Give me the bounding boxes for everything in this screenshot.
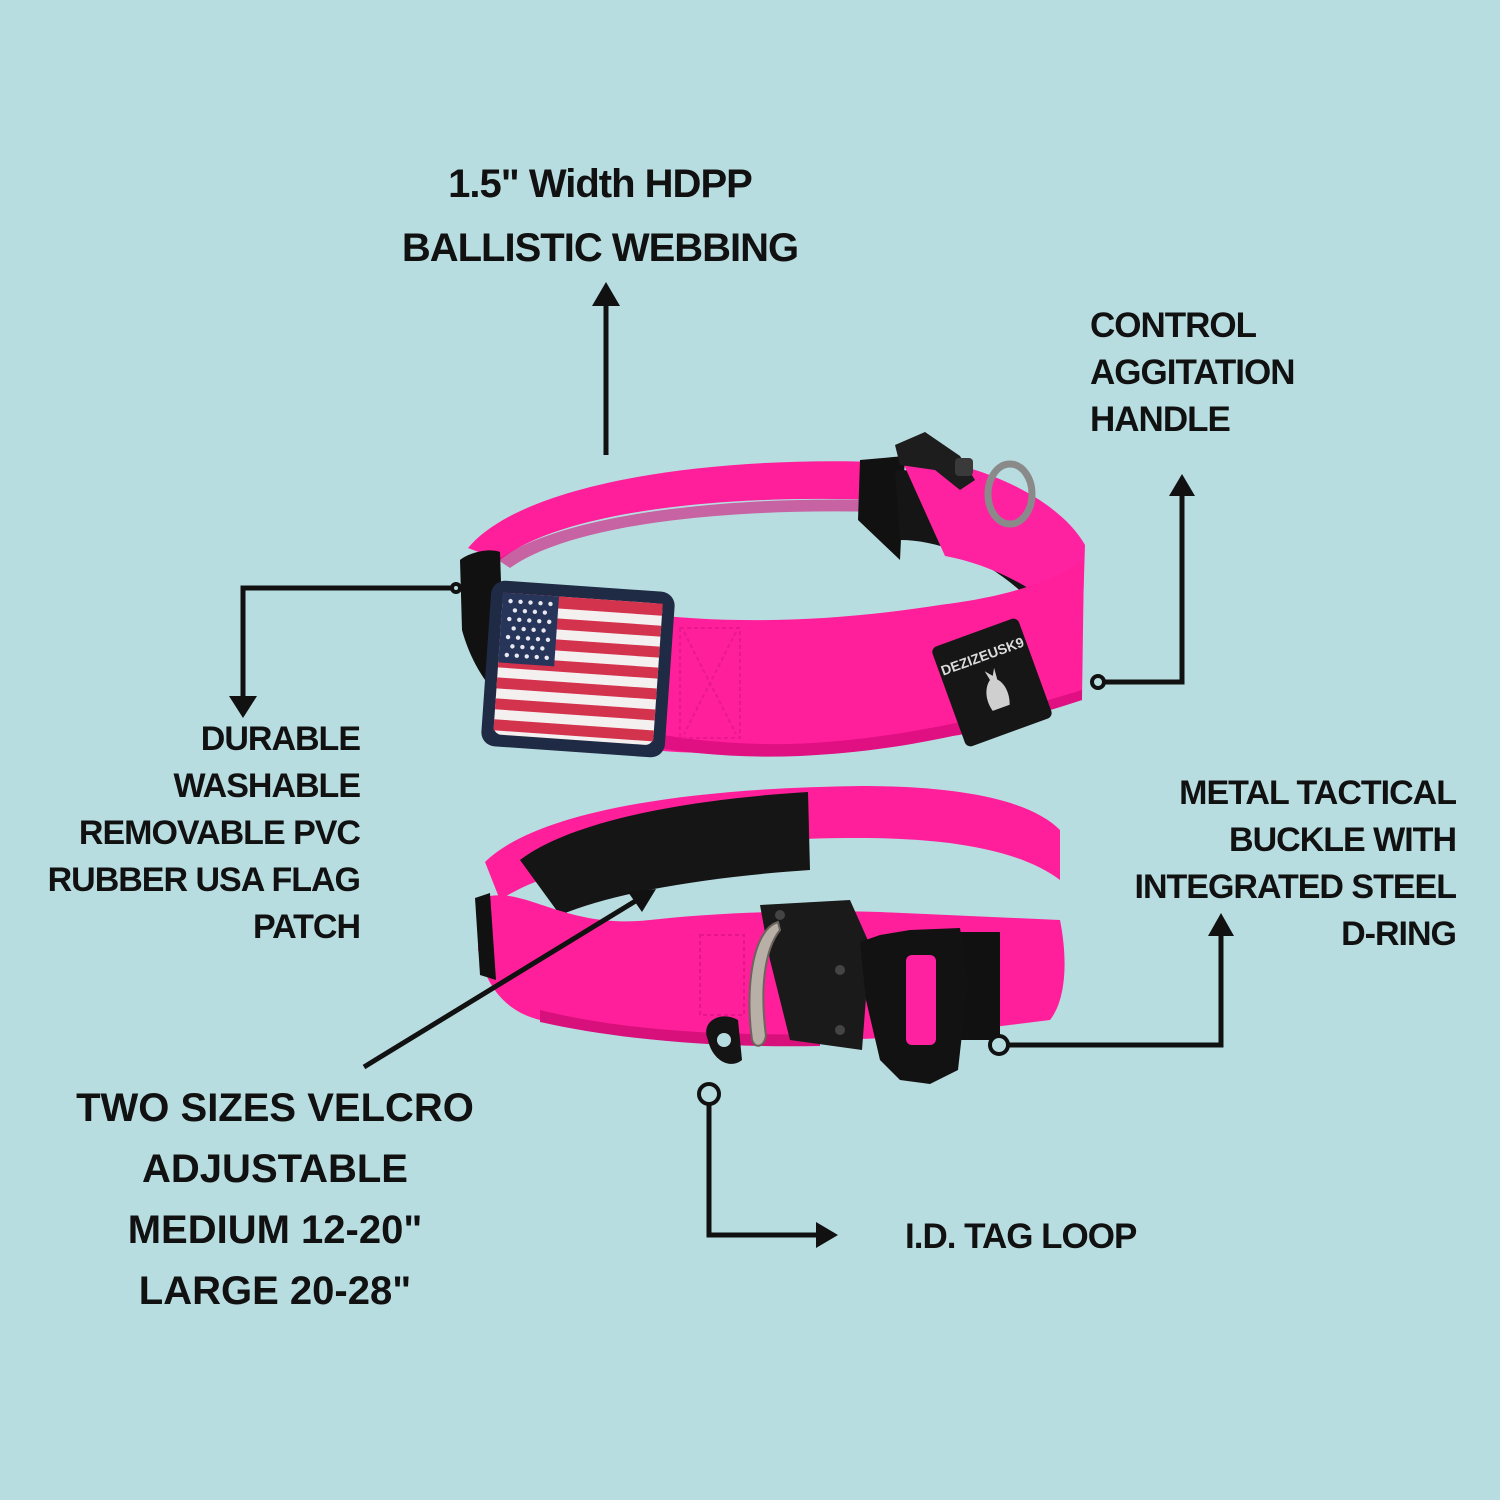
buckle-label: METAL TACTICAL BUCKLE WITH INTEGRATED ST… (1060, 770, 1458, 958)
top-collar-velcro-back (858, 456, 905, 560)
sizes-label-line-1: TWO SIZES VELCRO (76, 1086, 474, 1130)
patch-label-line-1: DURABLE (200, 720, 361, 758)
arrow-up-head-handle (1169, 474, 1195, 496)
handle-connector (1104, 482, 1185, 685)
top-collar: DEZIZEUSK9 (460, 432, 1085, 758)
patch-label-line-3: REMOVABLE PVC (78, 814, 361, 852)
connector-endpoints (450, 582, 1106, 1106)
buckle-endpoint (988, 1034, 1010, 1056)
arrow-right-icon (816, 1222, 838, 1248)
handle-label-line-1: CONTROL (1090, 306, 1257, 345)
patch-label-line-5: PATCH (252, 908, 361, 946)
arrowheads (229, 282, 1234, 1248)
handle-endpoint (1090, 674, 1106, 690)
patch-endpoint (450, 582, 462, 594)
top-d-ring-icon (984, 460, 1036, 528)
tag-endpoint (697, 1082, 721, 1106)
bottom-collar-back-band (485, 786, 1060, 900)
handle-label-line-3: HANDLE (1090, 400, 1231, 439)
handle-label-line-2: AGGITATION (1090, 353, 1296, 392)
arrow-up-head (592, 282, 620, 306)
id-tag-loop-icon (706, 1016, 742, 1064)
tag-connector (706, 1105, 826, 1238)
tactical-buckle-icon (760, 900, 968, 1084)
sizes-connector (362, 894, 644, 1070)
patch-label: DURABLE WASHABLE REMOVABLE PVC RUBBER US… (10, 716, 361, 951)
handle-label: CONTROL AGGITATION HANDLE (1090, 302, 1296, 443)
bottom-collar-velcro-back (520, 792, 810, 915)
d-ring-icon (748, 920, 782, 1047)
webbing-label-line-1: 1.5" Width HDPP (448, 162, 753, 206)
buckle-label-line-1: METAL TACTICAL (1179, 774, 1457, 812)
sizes-label-line-3: MEDIUM 12-20" (127, 1208, 423, 1252)
top-buckle-clip (895, 432, 975, 490)
bottom-collar (475, 786, 1065, 1084)
buckle-label-line-4: D-RING (1341, 915, 1457, 953)
arrow-down-icon (229, 696, 257, 718)
connectors (240, 292, 1224, 1238)
patch-label-line-4: RUBBER USA FLAG (47, 861, 361, 899)
usa-flag-patch-icon (481, 580, 675, 758)
tag-loop-label-text: I.D. TAG LOOP (905, 1217, 1137, 1256)
tag-loop-label: I.D. TAG LOOP (905, 1214, 1137, 1260)
arrow-up-head-buckle (1208, 913, 1234, 936)
patch-label-line-2: WASHABLE (173, 767, 361, 805)
patch-connector (240, 585, 455, 708)
buckle-label-line-3: INTEGRATED STEEL (1134, 868, 1458, 906)
sizes-label-line-2: ADJUSTABLE (142, 1147, 408, 1191)
sizes-label: TWO SIZES VELCRO ADJUSTABLE MEDIUM 12-20… (40, 1078, 510, 1322)
cat-silhouette-icon (984, 667, 1010, 711)
arrow-diagonal-head (628, 889, 656, 912)
sizes-label-line-4: LARGE 20-28" (138, 1269, 412, 1313)
buckle-connector (1007, 920, 1224, 1048)
brand-tag: DEZIZEUSK9 (932, 618, 1052, 747)
webbing-label-line-2: BALLISTIC WEBBING (401, 226, 799, 270)
webbing-label: 1.5" Width HDPP BALLISTIC WEBBING (300, 152, 900, 280)
buckle-label-line-2: BUCKLE WITH (1229, 821, 1457, 859)
top-collar-back-band (468, 461, 880, 560)
